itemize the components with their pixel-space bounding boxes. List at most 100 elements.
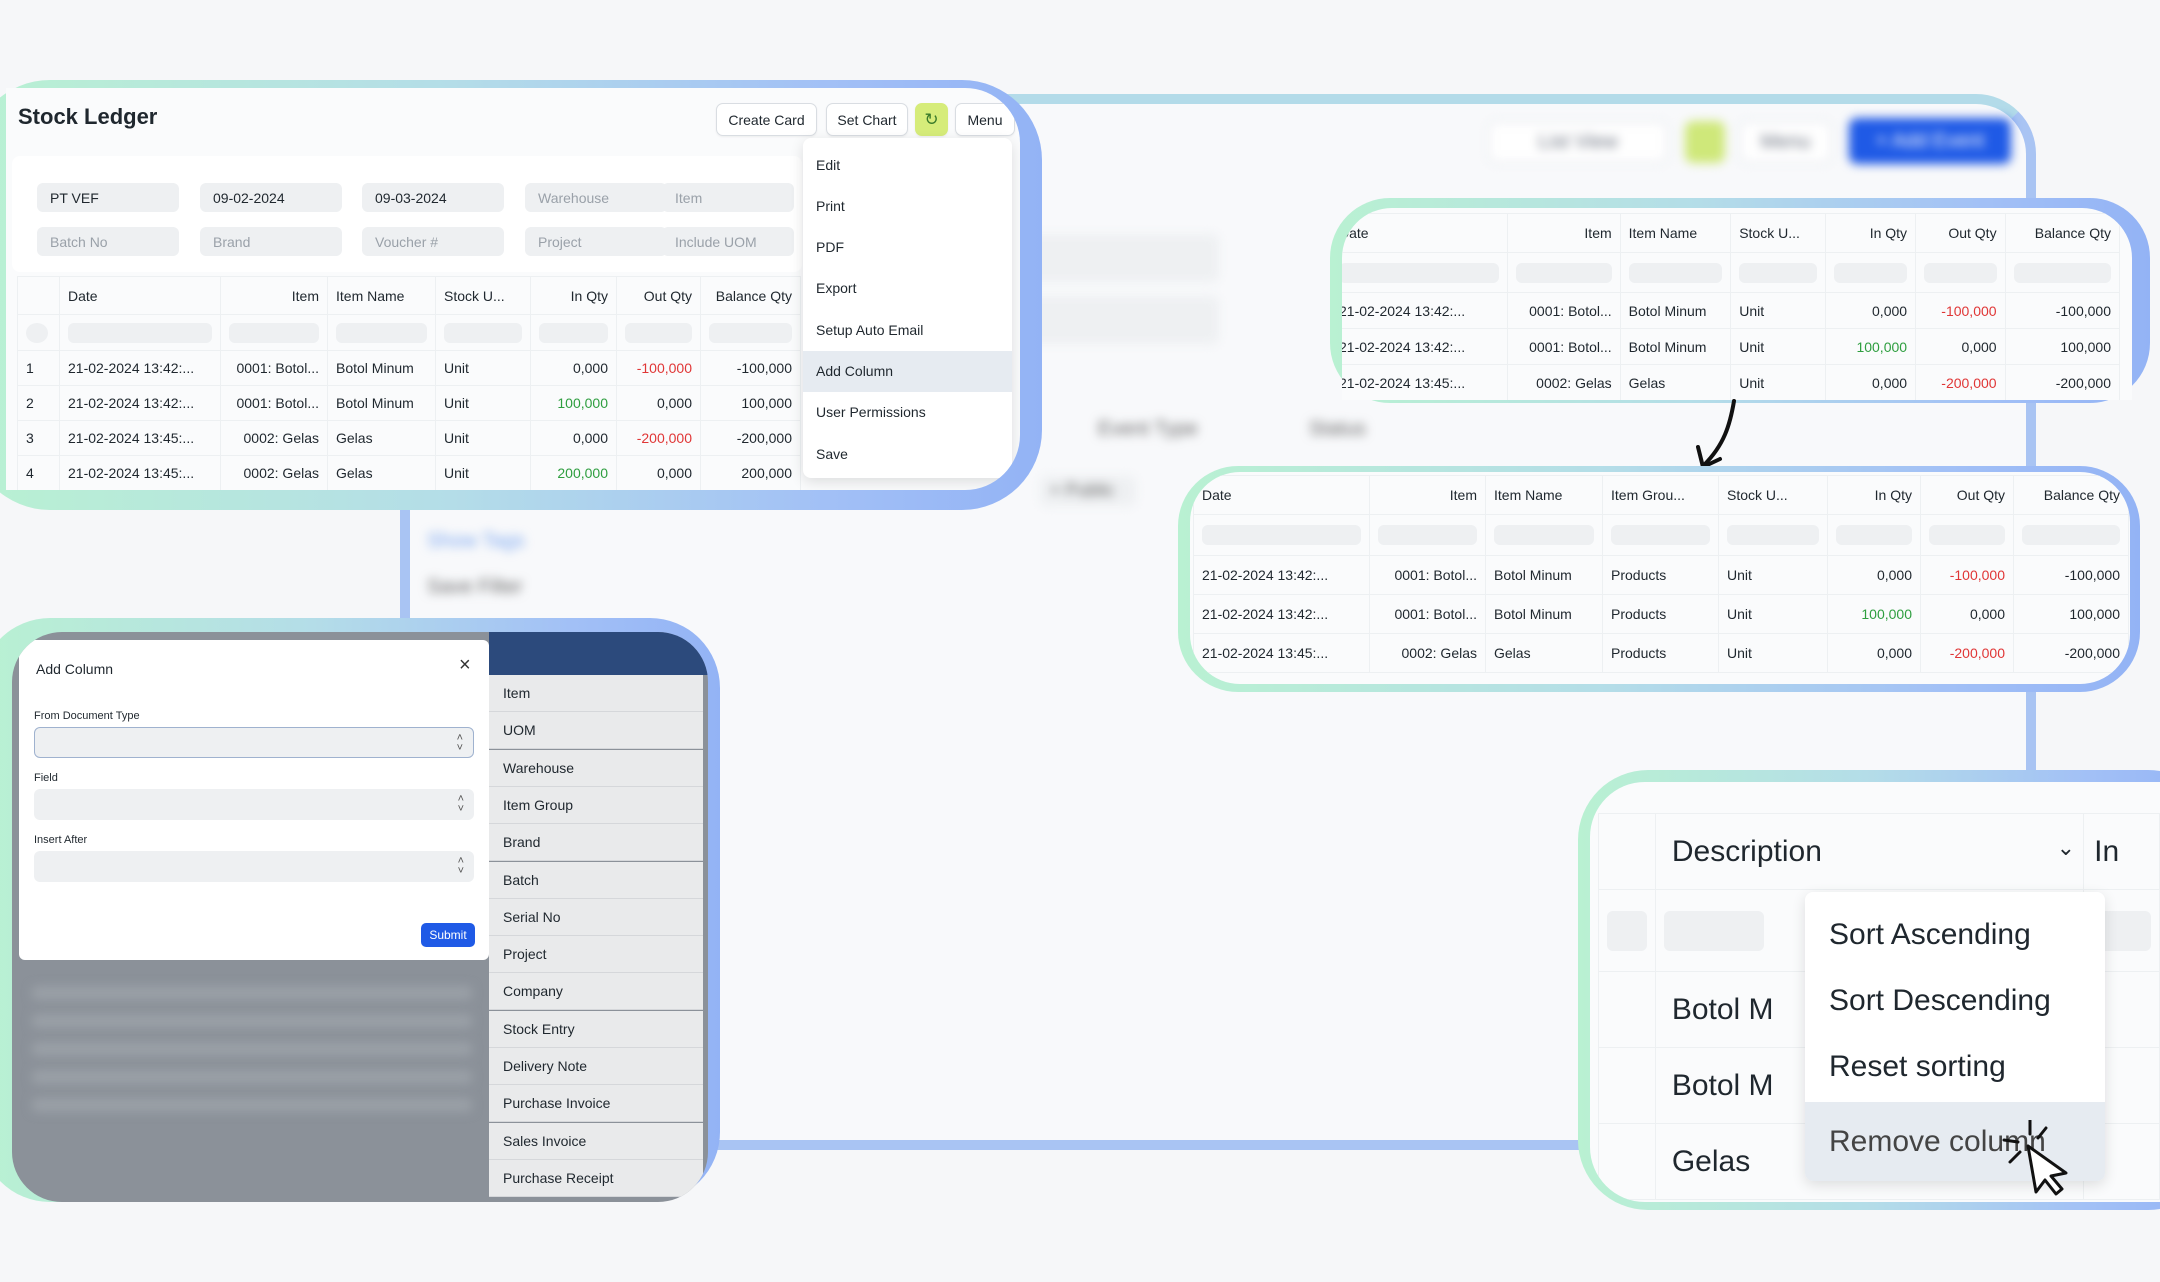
column-filter-input[interactable] [336, 322, 427, 343]
column-header[interactable]: Item [1369, 475, 1486, 515]
column-filter-input[interactable] [1833, 262, 1908, 283]
column-header[interactable]: Item [1507, 213, 1621, 253]
filter-field[interactable]: Brand [200, 227, 342, 256]
menu-item[interactable]: Save [816, 445, 848, 462]
filter-field[interactable]: Warehouse [525, 183, 667, 212]
column-header[interactable]: Out Qty [616, 276, 701, 315]
column-header[interactable]: Date [1342, 213, 1509, 253]
column-filter-input[interactable] [1924, 262, 1997, 283]
column-header[interactable]: Date [1193, 475, 1370, 515]
column-filter-input[interactable] [539, 322, 608, 343]
menu-item[interactable]: Print [816, 197, 845, 214]
column-header[interactable]: Balance Qty [700, 276, 801, 315]
column-filter-input[interactable] [229, 322, 319, 343]
refresh-button[interactable]: ↻ [915, 103, 948, 136]
column-filter-input[interactable] [1727, 525, 1819, 545]
menu-item[interactable]: Edit [816, 156, 841, 173]
option-item[interactable]: Item Group [489, 786, 703, 824]
filter-field[interactable]: Batch No [37, 227, 179, 256]
column-header[interactable] [17, 276, 60, 315]
column-filter-input[interactable] [709, 322, 792, 343]
column-header[interactable]: Item Name [327, 276, 436, 315]
menu-item[interactable]: Export [816, 280, 857, 297]
table-row[interactable]: 21-02-2024 13:42:...0001: Botol...Botol … [1193, 594, 2129, 634]
column-filter-input[interactable] [1342, 262, 1500, 283]
filter-field[interactable]: 09-02-2024 [200, 183, 342, 212]
column-header[interactable]: Balance Qty [2004, 213, 2121, 253]
column-filter-input[interactable] [1202, 525, 1361, 545]
select-input[interactable]: ˄˅ [34, 727, 474, 758]
select-input[interactable]: ˄˅ [34, 851, 474, 882]
filter-field[interactable]: Voucher # [362, 227, 504, 256]
context-menu-item[interactable]: Reset sorting [1829, 1050, 2006, 1083]
option-item[interactable]: Company [489, 973, 703, 1011]
column-filter-input[interactable] [2022, 525, 2120, 545]
filter-field[interactable]: 09-03-2024 [362, 183, 504, 212]
column-filter-input[interactable] [68, 322, 212, 343]
menu-item[interactable]: Add Column [803, 350, 1012, 392]
menu-item[interactable]: User Permissions [816, 404, 926, 421]
option-item[interactable]: Project [489, 936, 703, 974]
option-item[interactable]: Purchase Receipt [489, 1159, 703, 1197]
column-header[interactable]: Out Qty [1920, 475, 2014, 515]
filter-field[interactable]: Include UOM [662, 227, 794, 256]
option-item[interactable]: Purchase Invoice [489, 1085, 703, 1123]
column-filter-input[interactable] [444, 322, 522, 343]
column-header[interactable]: Balance Qty [2013, 475, 2129, 515]
column-header[interactable]: In Qty [1824, 213, 1917, 253]
column-filter-input[interactable] [26, 322, 48, 343]
option-item[interactable]: Brand [489, 824, 703, 862]
option-item[interactable]: UOM [489, 712, 703, 750]
option-item[interactable]: Sales Invoice [489, 1122, 703, 1160]
set-chart-button[interactable]: Set Chart [826, 103, 908, 136]
chevron-down-icon[interactable]: ⌄ [2056, 834, 2076, 860]
column-header[interactable]: In Qty [530, 276, 617, 315]
column-filter-input[interactable] [1739, 262, 1817, 283]
menu-button[interactable]: Menu [955, 103, 1015, 136]
submit-button[interactable]: Submit [421, 923, 475, 947]
filter-field[interactable]: PT VEF [37, 183, 179, 212]
close-icon[interactable]: × [459, 654, 471, 676]
select-input[interactable]: ˄˅ [34, 789, 474, 820]
option-item[interactable]: Warehouse [489, 749, 703, 787]
menu-item[interactable]: Setup Auto Email [816, 321, 924, 338]
context-menu-item[interactable]: Sort Descending [1829, 984, 2051, 1017]
description-header[interactable]: Description⌄ [1654, 813, 2085, 890]
column-header[interactable]: Item Name [1619, 213, 1732, 253]
column-filter-input[interactable] [625, 322, 692, 343]
option-item[interactable]: Delivery Note [489, 1048, 703, 1085]
column-header[interactable]: Stock U... [1718, 475, 1828, 515]
table-row[interactable]: 21-02-2024 13:42:...0001: Botol...Botol … [1342, 292, 2121, 329]
column-header[interactable]: Item [220, 276, 328, 315]
column-header[interactable]: Stock U... [1730, 213, 1826, 253]
column-header[interactable]: Date [59, 276, 221, 315]
column-header[interactable]: Item Grou... [1602, 475, 1719, 515]
column-filter-input[interactable] [1516, 262, 1612, 283]
filter-input[interactable] [1607, 910, 1647, 951]
column-header[interactable]: Out Qty [1915, 213, 2006, 253]
filter-field[interactable]: Item [662, 183, 794, 212]
column-filter-input[interactable] [1836, 525, 1912, 545]
column-filter-input[interactable] [1929, 525, 2005, 545]
table-row[interactable]: 21-02-2024 13:42:...0001: Botol...Botol … [1342, 328, 2121, 365]
column-filter-input[interactable] [1628, 262, 1723, 283]
filter-field[interactable]: Project [525, 227, 667, 256]
filter-input[interactable] [1663, 910, 1764, 951]
column-filter-input[interactable] [2013, 262, 2111, 283]
column-filter-input[interactable] [1494, 525, 1594, 545]
option-item[interactable]: Serial No [489, 898, 703, 936]
column-header[interactable]: Stock U... [435, 276, 531, 315]
column-header[interactable]: Item Name [1485, 475, 1603, 515]
create-card-button[interactable]: Create Card [716, 103, 817, 136]
option-item[interactable]: Item [489, 675, 703, 712]
menu-item[interactable]: PDF [816, 239, 844, 256]
column-filter-input[interactable] [1611, 525, 1710, 545]
context-menu-item[interactable]: Sort Ascending [1829, 918, 2031, 951]
option-item[interactable]: Stock Entry [489, 1010, 703, 1048]
